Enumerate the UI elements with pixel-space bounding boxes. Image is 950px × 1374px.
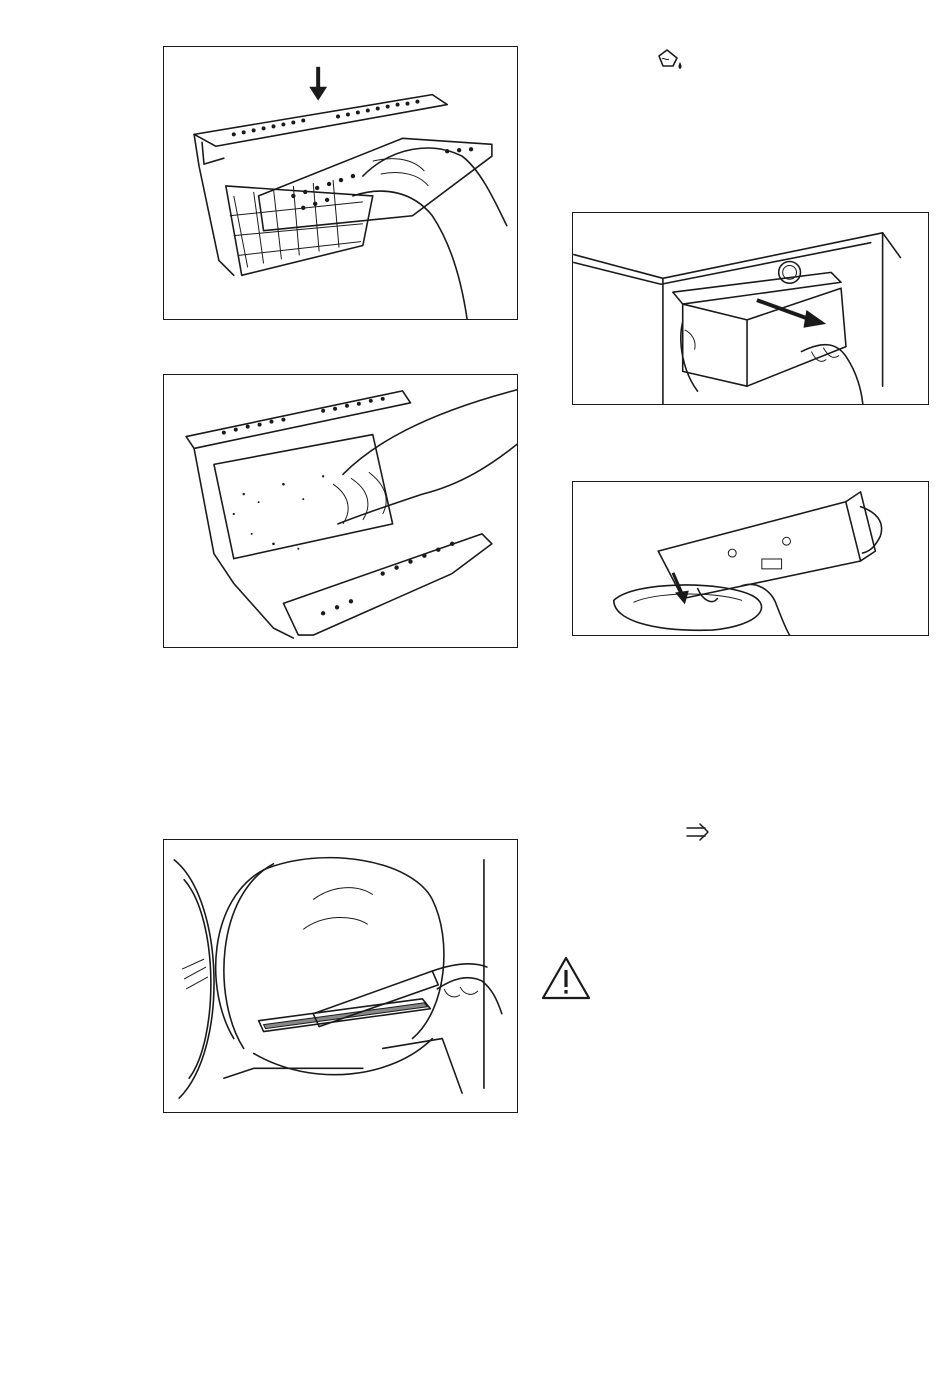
figure-empty-container [572, 481, 929, 636]
figure-clean-filter [163, 374, 518, 648]
airflow-arrow-icon [685, 823, 711, 841]
down-arrow-icon [309, 67, 327, 101]
figure-insert-filter [163, 46, 518, 320]
pour-arrow-icon [673, 573, 689, 605]
illustration-seal-vacuum [164, 840, 517, 1112]
illustration-container-empty [573, 482, 928, 635]
figure-vacuum-seal [163, 839, 518, 1113]
illustration-filter-clean [164, 375, 517, 647]
warning-triangle-icon [540, 955, 592, 1001]
water-container-icon [655, 46, 687, 72]
illustration-container-pull [573, 213, 928, 404]
illustration-filter-insert [164, 47, 517, 319]
figure-pull-out-container [572, 212, 929, 405]
